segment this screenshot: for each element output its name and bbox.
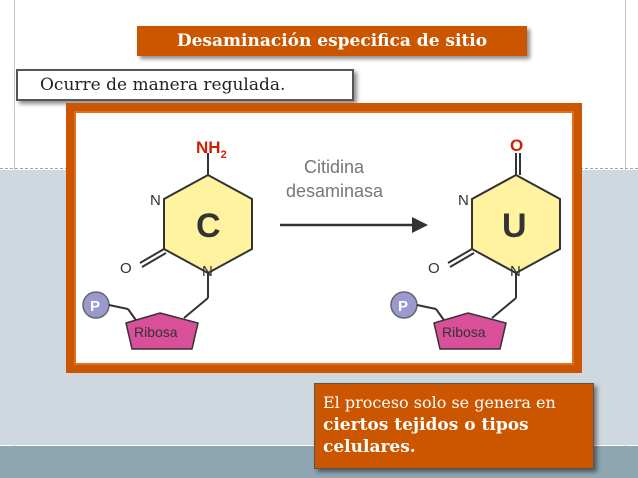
- note-text-bold: ciertos tejidos o tipos celulares.: [323, 415, 529, 457]
- o-label: O: [428, 260, 440, 277]
- slide-title: Desaminación especifica de sitio: [137, 26, 527, 56]
- bond: [491, 297, 517, 319]
- reaction-figure: NH2 C N N O P Ribosa Citidina desaminasa: [74, 111, 574, 365]
- phosphate-label: P: [398, 298, 408, 315]
- n-label: N: [458, 192, 469, 209]
- bond: [139, 248, 165, 264]
- enzyme-label-2: desaminasa: [286, 181, 384, 201]
- deamination-diagram: NH2 C N N O P Ribosa Citidina desaminasa: [82, 136, 561, 350]
- bond: [416, 304, 437, 310]
- ribose-label: Ribosa: [134, 324, 178, 340]
- bond: [108, 304, 129, 310]
- cytosine-letter: C: [196, 207, 221, 245]
- nh2-label: NH2: [196, 138, 227, 161]
- arrow-head-icon: [412, 217, 428, 233]
- figure-frame: NH2 C N N O P Ribosa Citidina desaminasa: [66, 103, 582, 373]
- ribose-pentagon: [433, 312, 507, 350]
- subtitle-box: Ocurre de manera regulada.: [16, 69, 354, 101]
- bond: [141, 252, 167, 268]
- n-label: N: [150, 192, 161, 209]
- uracil-letter: U: [502, 207, 527, 245]
- phosphate-label: P: [90, 298, 100, 315]
- bond: [183, 297, 209, 319]
- note-text-normal: El proceso solo se genera en: [323, 393, 556, 412]
- subtitle-text: Ocurre de manera regulada.: [40, 75, 286, 95]
- ribose-pentagon: [125, 312, 199, 350]
- note-box: El proceso solo se genera en ciertos tej…: [314, 383, 594, 469]
- bond: [449, 252, 475, 268]
- o-label: O: [120, 260, 132, 277]
- o-top-label: O: [510, 136, 523, 155]
- bond: [447, 248, 473, 264]
- ribose-label: Ribosa: [442, 324, 486, 340]
- n-label: N: [510, 263, 521, 280]
- n-label: N: [202, 263, 213, 280]
- enzyme-label-1: Citidina: [304, 157, 365, 177]
